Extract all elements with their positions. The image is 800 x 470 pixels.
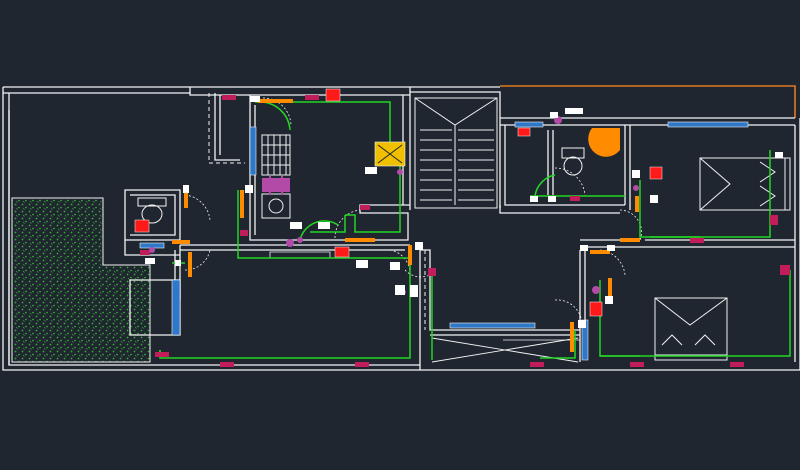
washbasin-icon bbox=[261, 193, 291, 219]
equipment-box bbox=[374, 141, 406, 167]
walls bbox=[2, 86, 800, 371]
garden-hatch bbox=[11, 197, 151, 363]
switch-tags bbox=[145, 96, 783, 328]
windows bbox=[139, 121, 749, 361]
stair-icon bbox=[414, 97, 498, 209]
bed-icon bbox=[699, 157, 791, 211]
tank-icon bbox=[261, 134, 291, 176]
bed-icon bbox=[654, 297, 728, 361]
outlets bbox=[140, 95, 790, 367]
panels bbox=[134, 88, 663, 317]
wiring bbox=[159, 101, 791, 360]
toilet-icon bbox=[137, 197, 167, 224]
fixtures bbox=[172, 99, 640, 352]
lamp-stem bbox=[269, 176, 283, 195]
perimeter-cable bbox=[500, 85, 796, 118]
toilet-icon bbox=[561, 147, 585, 176]
dashed-wall bbox=[208, 93, 426, 330]
